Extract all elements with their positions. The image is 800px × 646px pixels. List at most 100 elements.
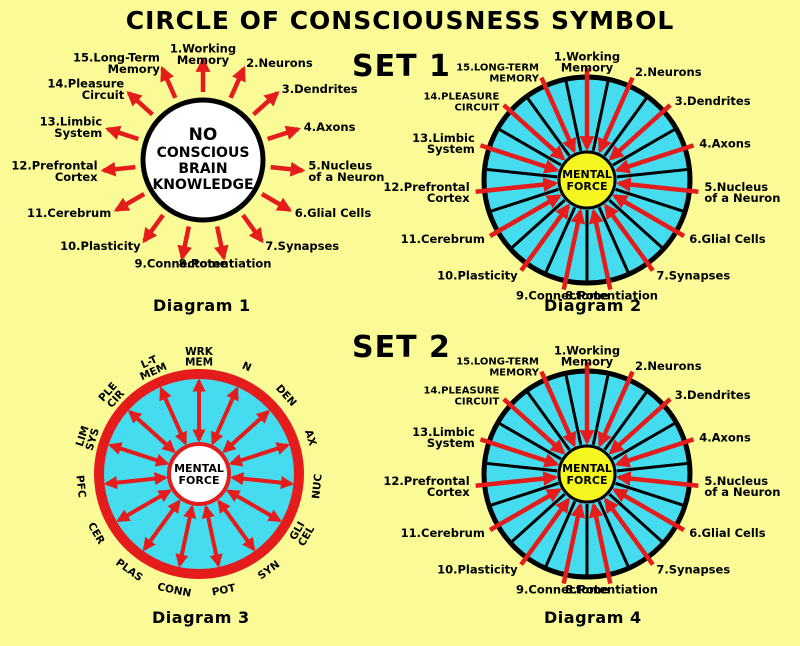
diagram-1-label: 10.Plasticity: [60, 239, 141, 253]
set-1-heading: SET 1: [352, 49, 451, 84]
diagram-2-core-circle: [557, 150, 617, 210]
diagram-2-arrow: [475, 177, 559, 194]
diagram-1-arrow: [252, 91, 280, 117]
diagram-1-label: 3.Dendrites: [282, 82, 358, 96]
diagram-4-arrow: [561, 502, 586, 585]
diagram-3-label: CER: [85, 521, 107, 547]
diagram-4-label: 2.Neurons: [635, 359, 702, 373]
diagram-4-title: Diagram 4: [544, 608, 642, 627]
diagram-4-spoke: [616, 461, 688, 473]
diagram-2-arrow: [588, 208, 613, 291]
diagram-4-spoke: [597, 500, 630, 567]
diagram-4-arrow: [597, 370, 635, 448]
diagram-4-spoke: [564, 374, 583, 445]
diagram-3-core-circle: [167, 442, 231, 506]
diagram-2-arrow: [615, 177, 699, 194]
diagram-3-arrow: [230, 472, 295, 490]
diagram-2-label: 2.Neurons: [635, 65, 702, 79]
diagram-4-arrow: [519, 497, 571, 566]
diagram-4-label: 3.Dendrites: [675, 388, 751, 402]
diagram-3-arrow: [217, 499, 256, 552]
diagram-4-spoke: [615, 481, 684, 507]
diagram-2-spoke: [544, 206, 577, 273]
diagram-3-arrow: [103, 472, 168, 490]
diagram-2-arrow: [519, 203, 571, 272]
diagram-2-spoke: [616, 167, 688, 179]
diagram-4-arrow: [608, 397, 672, 455]
diagram-1-label: 6.Glial Cells: [295, 206, 372, 220]
diagram-1-label: 9.Connectome: [135, 257, 228, 271]
diagram-4-spoke: [591, 374, 610, 445]
diagram-2-arrow: [502, 103, 566, 161]
diagram-1-title: Diagram 1: [153, 296, 251, 315]
diagram-2-spoke: [615, 187, 684, 213]
diagram-4-arrow: [488, 488, 562, 532]
diagram-1-label: 8.Potentiation: [179, 257, 272, 271]
diagram-2-label: 3.Dendrites: [675, 94, 751, 108]
diagram-4-arrow: [588, 502, 613, 585]
diagram-2-arrow: [488, 194, 562, 238]
diagram-1-arrow: [113, 192, 146, 212]
diagram-4-arrow: [539, 370, 577, 448]
diagram-4-spoke: [486, 461, 558, 473]
diagram-4-arrow: [475, 471, 559, 488]
diagram-4-label: 7.Synapses: [656, 562, 730, 576]
diagram-2-arrow: [597, 76, 635, 154]
diagram-1-arrow: [142, 213, 165, 244]
diagram-4-spoke: [490, 481, 559, 507]
diagram-3-arrow: [116, 489, 172, 523]
diagram-1-label: 11.Cerebrum: [27, 206, 111, 220]
diagram-4-arrow: [615, 471, 699, 488]
diagram-4-core-circle: [557, 444, 617, 504]
diagram-4-label: 8.Potentiation: [565, 582, 658, 596]
diagram-4-arrow: [603, 497, 655, 566]
diagram-3-label: POT: [211, 582, 238, 599]
diagram-1-arrow: [228, 65, 246, 99]
diagram-4-label: 11.Cerebrum: [401, 526, 485, 540]
diagram-3-label: AX: [302, 428, 318, 447]
diagram-1-arrow: [266, 125, 301, 142]
diagram-1-arrow: [260, 192, 293, 212]
diagram-1-arrow: [105, 125, 140, 142]
diagram-2-arrow: [608, 103, 672, 161]
diagram-4-label: 9.Connectome: [516, 582, 609, 596]
diagram-1-label: 7.Synapses: [265, 239, 339, 253]
diagram-2-label: 7.Synapses: [656, 268, 730, 282]
diagram-4-arrow: [479, 437, 560, 468]
diagram-3-arrow: [159, 386, 187, 446]
diagram-4-spoke: [544, 500, 577, 567]
diagram-2-title: Diagram 2: [544, 296, 642, 315]
diagram-2-label: 11.Cerebrum: [401, 232, 485, 246]
diagram-2-arrow: [539, 76, 577, 154]
diagram-3-label: PFC: [73, 475, 87, 499]
diagram-3-label: N: [240, 360, 253, 375]
diagram-2-spoke: [490, 187, 559, 213]
diagram-1-arrow: [160, 65, 178, 99]
diagram-2-spoke: [486, 167, 558, 179]
diagram-1-label: 4.Axons: [304, 120, 356, 134]
diagram-4-label: 10.Plasticity: [437, 562, 518, 576]
set-2-heading: SET 2: [352, 330, 451, 365]
diagram-4-label: 6.Glial Cells: [689, 526, 766, 540]
page-title: CIRCLE OF CONSCIOUSNESS SYMBOL: [125, 6, 675, 35]
diagram-1-arrow: [214, 226, 229, 261]
diagram-2-label: 8.Potentiation: [565, 288, 658, 302]
